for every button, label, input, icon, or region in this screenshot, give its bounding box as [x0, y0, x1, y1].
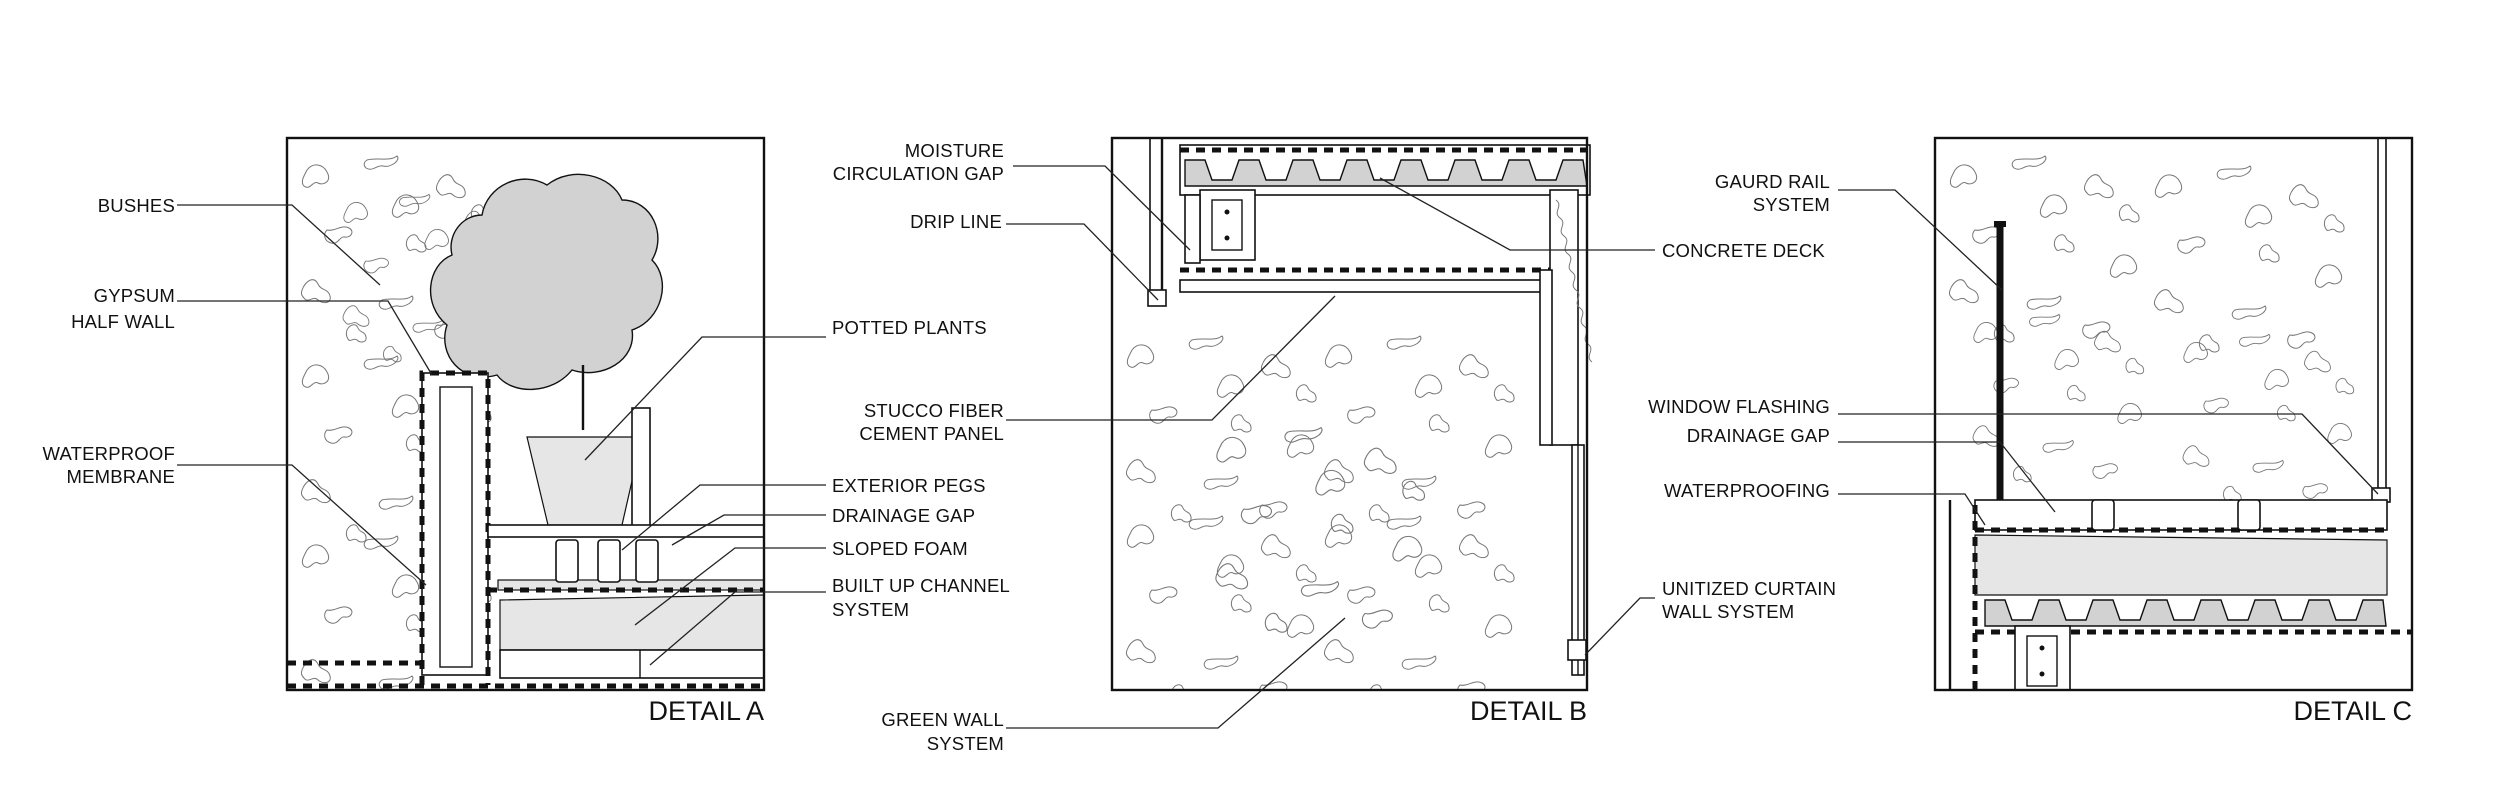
- detail-c-foliage-texture: [1949, 156, 2353, 502]
- label-moisture-2: CIRCULATION GAP: [833, 163, 1004, 184]
- exterior-pegs: [555, 539, 659, 583]
- label-window-flashing: WINDOW FLASHING: [1648, 396, 1830, 417]
- gypsum-half-wall: [421, 372, 489, 676]
- planter-pot: [526, 436, 643, 526]
- label-concrete-deck: CONCRETE DECK: [1662, 240, 1825, 261]
- label-curtain-wall-1: UNITIZED CURTAIN: [1662, 578, 1836, 599]
- sloped-foam: [499, 594, 765, 651]
- label-gypsum-2: HALF WALL: [71, 311, 175, 332]
- detail-c-labels: GAURD RAIL SYSTEM WINDOW FLASHING DRAINA…: [1648, 171, 2412, 726]
- wall-insulation: [1539, 189, 1593, 446]
- detail-a-frame: [285, 136, 766, 692]
- detail-a: [285, 136, 766, 692]
- stucco-panel: [1179, 279, 1551, 293]
- detail-c: [1933, 136, 2414, 692]
- label-moisture-1: MOISTURE: [905, 140, 1004, 161]
- built-up-channel: [499, 649, 765, 679]
- label-drainage-gap-c: DRAINAGE GAP: [1687, 425, 1830, 446]
- detail-a-labels: BUSHES GYPSUM HALF WALL WATERPROOF MEMBR…: [42, 195, 1010, 726]
- steel-beam: [1184, 189, 1256, 264]
- label-gypsum-1: GYPSUM: [94, 285, 175, 306]
- exterior-pegs-c: [2091, 499, 2261, 531]
- tree-canopy: [430, 173, 664, 430]
- label-channel-1: BUILT UP CHANNEL: [832, 575, 1010, 596]
- concrete-deck: [1179, 144, 1591, 196]
- planter-wall: [631, 407, 651, 537]
- label-guard-rail-1: GAURD RAIL: [1715, 171, 1830, 192]
- label-stucco-1: STUCCO FIBER: [864, 400, 1004, 421]
- label-channel-2: SYSTEM: [832, 599, 909, 620]
- label-green-wall-2: SYSTEM: [927, 733, 1004, 754]
- drainage-gap: [1974, 499, 2388, 531]
- label-waterproofing: WATERPROOFING: [1664, 480, 1830, 501]
- detail-b-green-wall-texture: [1126, 336, 1514, 702]
- steel-beam-c: [2014, 625, 2071, 691]
- label-waterproof-1: WATERPROOF: [42, 443, 175, 464]
- detail-b-title: DETAIL B: [1470, 696, 1587, 726]
- label-stucco-2: CEMENT PANEL: [859, 423, 1004, 444]
- detail-b-frame: [1110, 136, 1589, 692]
- detail-c-title: DETAIL C: [2293, 696, 2412, 726]
- label-curtain-wall-2: WALL SYSTEM: [1662, 601, 1794, 622]
- label-guard-rail-2: SYSTEM: [1753, 194, 1830, 215]
- detail-b-labels: MOISTURE CIRCULATION GAP DRIP LINE STUCC…: [833, 140, 1836, 754]
- detail-a-title: DETAIL A: [648, 696, 764, 726]
- label-waterproof-2: MEMBRANE: [67, 466, 176, 487]
- label-drainage-gap-a: DRAINAGE GAP: [832, 505, 975, 526]
- leader-lines: [177, 165, 2379, 729]
- label-bushes: BUSHES: [98, 195, 175, 216]
- label-exterior-pegs: EXTERIOR PEGS: [832, 475, 986, 496]
- label-potted-plants: POTTED PLANTS: [832, 317, 987, 338]
- label-drip-line: DRIP LINE: [910, 211, 1002, 232]
- curtain-wall: [1567, 444, 1587, 676]
- label-sloped-foam: SLOPED FOAM: [832, 538, 968, 559]
- window-mullion: [2377, 137, 2387, 499]
- sloped-foam-c: [1974, 534, 2388, 596]
- detail-b: [1110, 136, 1593, 702]
- concrete-deck-c: [1984, 599, 2387, 627]
- guard-rail: [1994, 221, 2006, 505]
- label-green-wall-1: GREEN WALL: [881, 709, 1004, 730]
